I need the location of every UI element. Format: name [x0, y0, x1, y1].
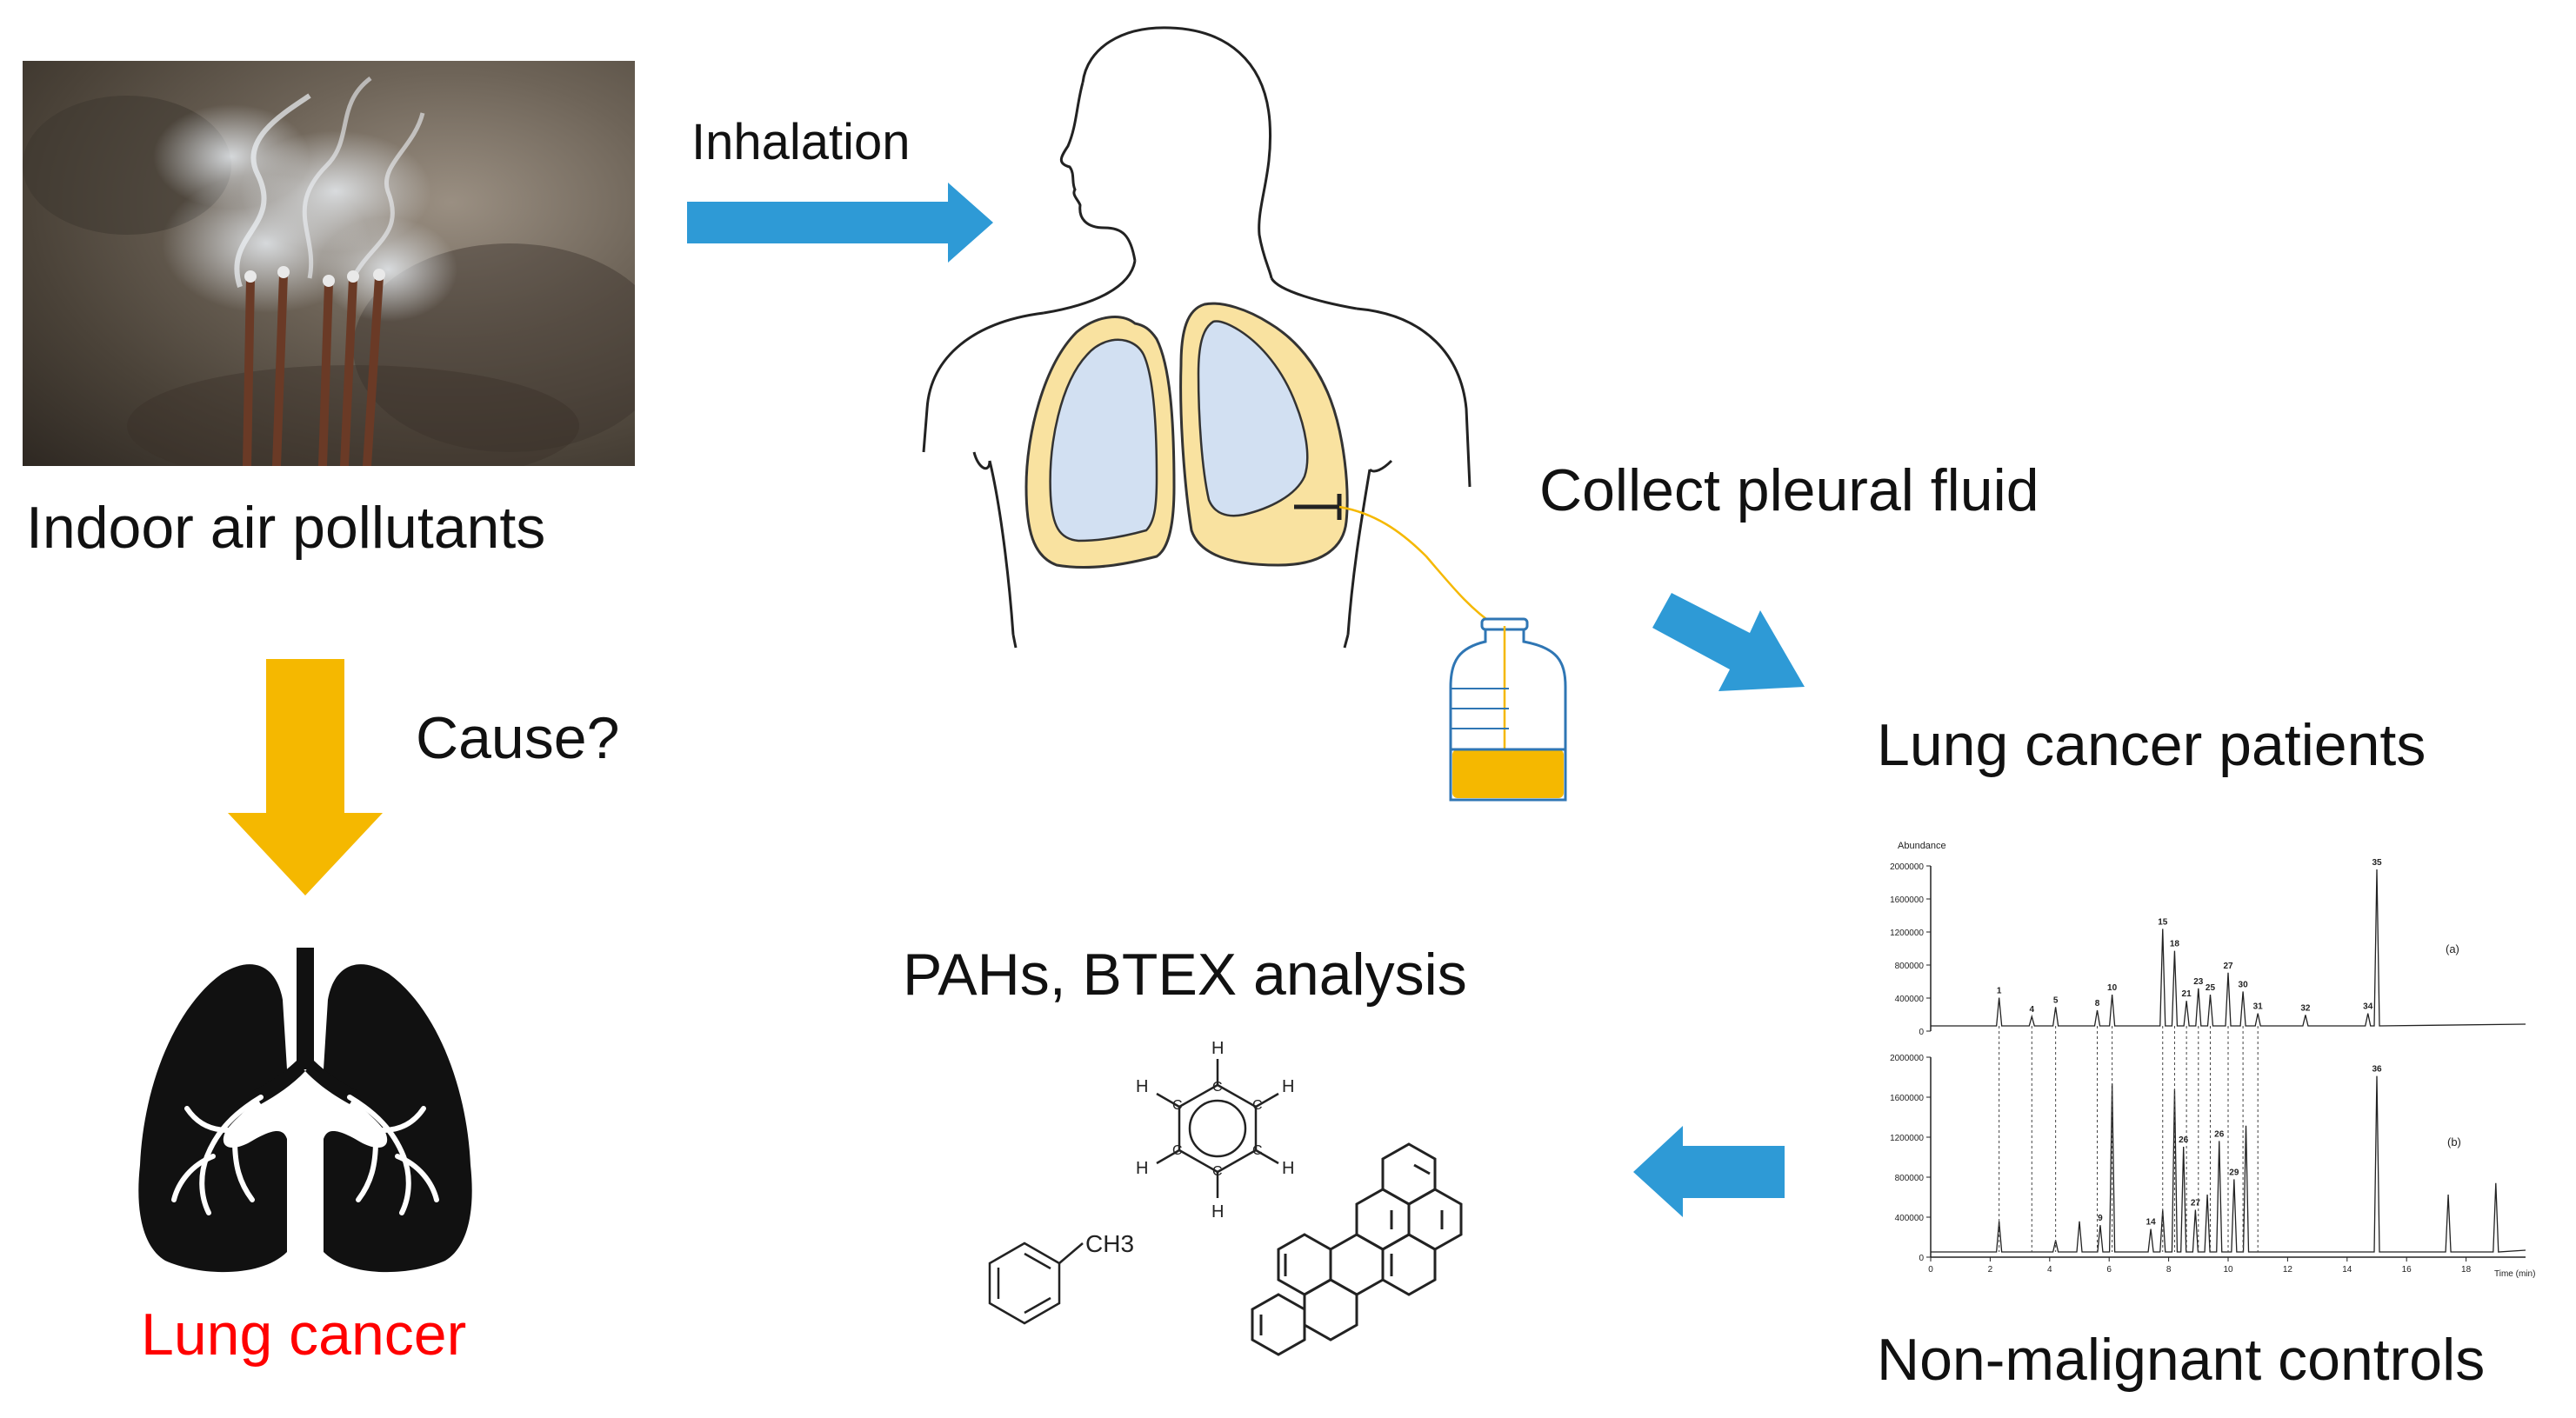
chrom-xtick-label: 18 [2461, 1265, 2472, 1275]
chrom-xlabel: Time (min) [2494, 1269, 2535, 1279]
chrom-peak-label-b: 14 [2146, 1218, 2157, 1228]
chrom-xtick-label: 6 [2106, 1265, 2112, 1275]
chrom-xtick-label: 10 [2223, 1265, 2233, 1275]
chrom-peak-label-a: 21 [2182, 989, 2192, 999]
chrom-peak-label-a: 30 [2239, 980, 2249, 989]
incense-photo [23, 61, 635, 466]
svg-text:C: C [1252, 1143, 1263, 1158]
chrom-ylabel: Abundance [1898, 841, 1946, 851]
chrom-ytick-label-b: 1200000 [1890, 1134, 1924, 1143]
lung-cancer-label: Lung cancer [141, 1301, 467, 1368]
chrom-xtick-label: 8 [2166, 1265, 2172, 1275]
chrom-ytick-label-a: 0 [1919, 1028, 1924, 1037]
left-lung-inner [1049, 338, 1158, 543]
incense-illustration [23, 77, 635, 466]
non-malignant-controls-label: Non-malignant controls [1877, 1327, 2486, 1393]
chrom-peak-label-a: 18 [2170, 940, 2180, 949]
inhalation-label: Inhalation [691, 114, 911, 170]
chrom-peak-label-b: 26 [2179, 1135, 2189, 1145]
chrom-peak-label-a: 35 [2372, 858, 2382, 868]
chrom-ytick-label-a: 1200000 [1890, 929, 1924, 938]
analysis-arrow [1633, 1126, 1785, 1217]
chrom-ytick-label-b: 1600000 [1890, 1094, 1924, 1103]
chrom-peak-label-a: 1 [1997, 987, 2002, 996]
svg-text:H: H [1136, 1077, 1148, 1096]
cause-arrow [228, 659, 383, 895]
chrom-ytick-label-b: 400000 [1895, 1214, 1925, 1223]
chromatogram-chart: Abundance Time (min) (a) (b) 20000001600… [1890, 841, 2535, 1279]
chrom-peak-label-a: 34 [2363, 1002, 2373, 1012]
chrom-peak-label-a: 4 [2029, 1005, 2034, 1015]
pahs-btex-analysis-label: PAHs, BTEX analysis [903, 942, 1467, 1008]
right-lung-inner [1197, 320, 1309, 517]
svg-text:C: C [1212, 1080, 1223, 1095]
chrom-peak-label-b: 36 [2372, 1065, 2382, 1075]
chrom-xtick-label: 14 [2342, 1265, 2352, 1275]
chrom-xtick-label: 16 [2402, 1265, 2412, 1275]
chrom-panel-a: (a) [2446, 942, 2459, 955]
chrom-xtick-label: 0 [1928, 1265, 1933, 1275]
chrom-ytick-label-a: 800000 [1895, 962, 1925, 971]
chrom-peak-label-a: 10 [2107, 983, 2118, 993]
chrom-ytick-label-b: 2000000 [1890, 1054, 1924, 1063]
chrom-peak-label-b: 27 [2191, 1199, 2201, 1208]
chrom-peak-label-a: 15 [2158, 917, 2168, 927]
chrom-xtick-label: 12 [2283, 1265, 2293, 1275]
pah-structure [1251, 1142, 1463, 1356]
chrom-peak-label-b: 29 [2229, 1168, 2239, 1177]
svg-text:C: C [1252, 1098, 1263, 1113]
chrom-xtick-label: 2 [1988, 1265, 1993, 1275]
lung-cancer-patients-label: Lung cancer patients [1877, 712, 2426, 778]
collect-arrow [1652, 593, 1805, 691]
chrom-ytick-label-b: 800000 [1895, 1174, 1925, 1183]
inhalation-arrow [687, 183, 993, 263]
chrom-ytick-label-a: 2000000 [1890, 862, 1924, 872]
indoor-air-pollutants-label: Indoor air pollutants [26, 495, 546, 561]
svg-text:H: H [1282, 1077, 1294, 1096]
svg-text:C: C [1172, 1098, 1183, 1113]
svg-text:H: H [1211, 1039, 1224, 1058]
chrom-trace-a [1931, 869, 2526, 1027]
collection-bottle [1449, 617, 1567, 802]
chrom-peak-label-a: 31 [2253, 1002, 2264, 1012]
svg-text:H: H [1211, 1202, 1224, 1222]
cause-label: Cause? [416, 705, 620, 771]
chrom-peak-label-b: 9 [2098, 1214, 2103, 1223]
chrom-ytick-label-a: 1600000 [1890, 895, 1924, 905]
chrom-xtick-label: 4 [2047, 1265, 2052, 1275]
svg-text:C: C [1212, 1164, 1223, 1179]
collect-pleural-fluid-label: Collect pleural fluid [1539, 457, 2039, 523]
chrom-peak-label-b: 26 [2214, 1129, 2225, 1139]
svg-text:H: H [1282, 1159, 1294, 1178]
chrom-peak-label-a: 23 [2193, 977, 2204, 987]
chrom-peak-label-a: 25 [2206, 983, 2216, 993]
toluene-structure [988, 1242, 1084, 1325]
chrom-peak-label-a: 27 [2223, 962, 2233, 971]
ch3-label: CH3 [1085, 1230, 1134, 1257]
chrom-peak-label-a: 8 [2095, 999, 2100, 1009]
benzene-structure [1156, 1059, 1279, 1198]
svg-text:H: H [1136, 1159, 1148, 1178]
svg-text:C: C [1172, 1143, 1183, 1158]
chrom-ytick-label-a: 400000 [1895, 995, 1925, 1004]
chrom-peak-label-a: 32 [2300, 1003, 2311, 1013]
chrom-panel-b: (b) [2447, 1135, 2461, 1148]
head-outline [1081, 26, 1273, 279]
chrom-ytick-label-b: 0 [1919, 1254, 1924, 1263]
chrom-trace-b [1931, 1075, 2526, 1253]
chrom-peak-label-a: 5 [2053, 995, 2059, 1005]
